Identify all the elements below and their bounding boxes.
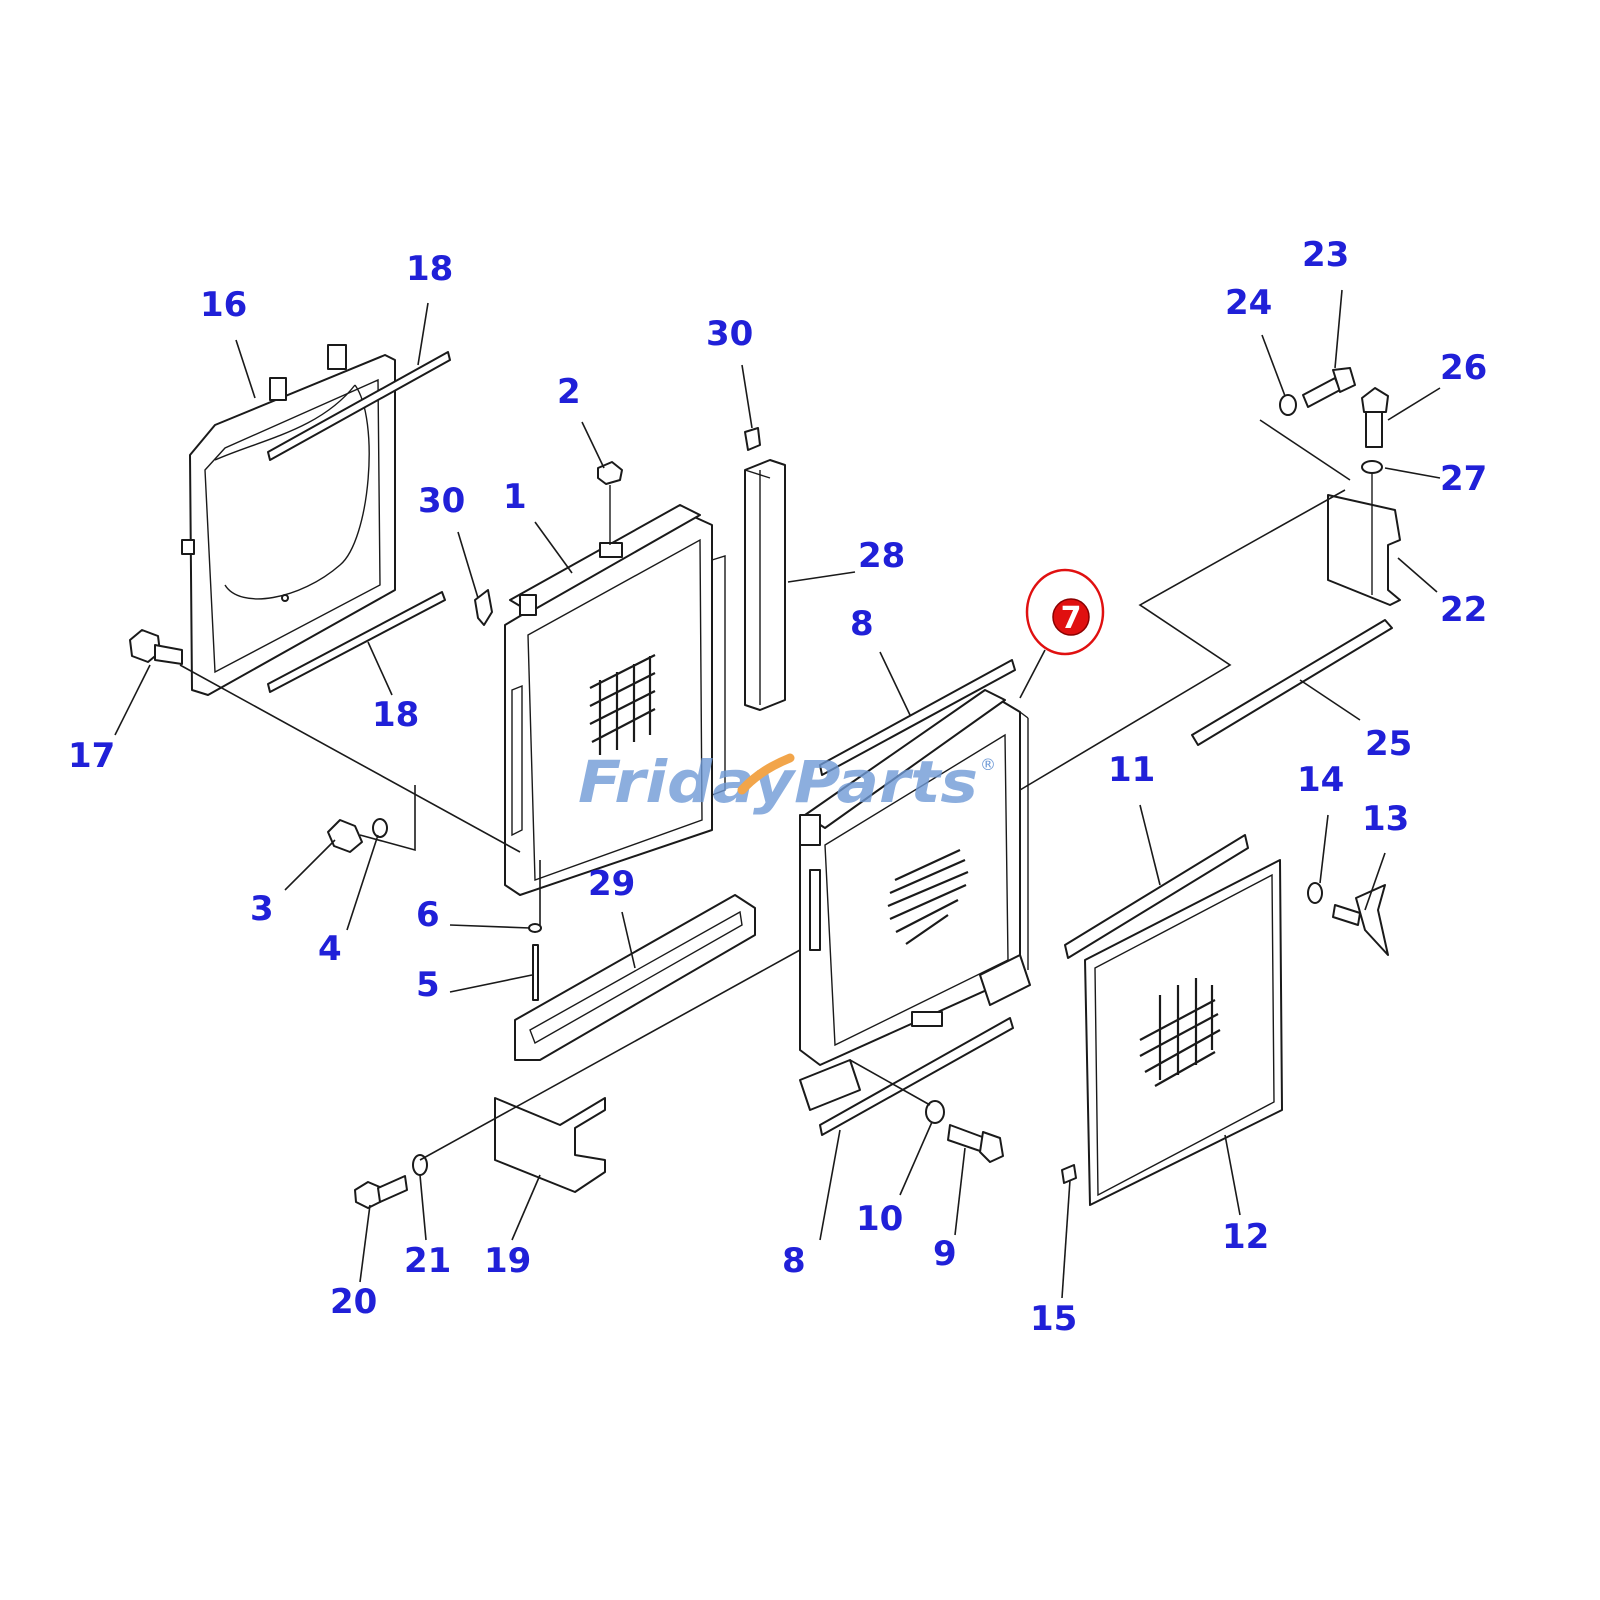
callout-6: 6 — [416, 895, 440, 935]
part-19-bracket[interactable] — [494, 1097, 606, 1193]
part-4-o-ring[interactable] — [372, 818, 388, 838]
watermark-logo: FridayParts ® — [578, 748, 996, 816]
highlight-callout-7[interactable]: 7 — [1025, 568, 1105, 656]
callout-30-left: 30 — [418, 481, 465, 521]
callout-19: 19 — [484, 1241, 531, 1281]
callout-9: 9 — [933, 1234, 957, 1274]
part-11-seal[interactable] — [1064, 834, 1249, 959]
callout-8-bottom: 8 — [782, 1241, 806, 1281]
callout-11: 11 — [1108, 750, 1155, 790]
callout-25: 25 — [1365, 724, 1412, 764]
part-30-bracket-left[interactable] — [474, 589, 493, 626]
callout-21: 21 — [404, 1241, 451, 1281]
callout-18-bottom: 18 — [372, 695, 419, 735]
part-8-seal-lower[interactable] — [819, 1017, 1014, 1136]
part-30-bracket-top[interactable] — [744, 427, 761, 451]
part-2-cap[interactable] — [597, 461, 623, 545]
callout-28: 28 — [858, 536, 905, 576]
callout-13: 13 — [1362, 799, 1409, 839]
callout-16: 16 — [200, 285, 247, 325]
callout-2: 2 — [557, 372, 581, 412]
part-18-seal-lower[interactable] — [267, 591, 446, 693]
part-20-bolt[interactable] — [354, 1175, 408, 1209]
part-3-drain-valve[interactable] — [327, 819, 363, 853]
part-18-seal-upper[interactable] — [267, 351, 451, 461]
callout-labels: 16 18 18 17 30 30 2 1 28 8 8 3 4 6 5 29 … — [68, 235, 1487, 1339]
part-17-bolt[interactable] — [129, 629, 183, 665]
callout-14: 14 — [1297, 760, 1344, 800]
callout-15: 15 — [1030, 1299, 1077, 1339]
part-27-washer[interactable] — [1361, 460, 1383, 595]
part-6-washer[interactable] — [528, 923, 542, 933]
part-12-screen[interactable] — [1084, 859, 1283, 1206]
callout-20: 20 — [330, 1282, 377, 1322]
part-22-bracket[interactable] — [1327, 494, 1401, 606]
callout-24: 24 — [1225, 283, 1272, 323]
part-25-stay[interactable] — [1191, 619, 1393, 746]
callout-8-top: 8 — [850, 604, 874, 644]
part-13-wing-bolt[interactable] — [1332, 884, 1389, 956]
part-9-bolt[interactable] — [947, 1124, 1004, 1163]
part-5-pin[interactable] — [532, 944, 539, 1001]
callout-5: 5 — [416, 965, 440, 1005]
callout-18-top: 18 — [406, 249, 453, 289]
svg-text:FridayParts: FridayParts — [578, 748, 978, 816]
part-16-fan-shroud[interactable] — [181, 344, 396, 696]
part-24-washer[interactable] — [1279, 394, 1297, 416]
part-26-bolt[interactable] — [1361, 387, 1389, 448]
svg-text:7: 7 — [1061, 601, 1082, 636]
watermark-accent-swoosh — [737, 753, 795, 795]
part-8-seal-upper[interactable] — [819, 659, 1016, 776]
callout-12: 12 — [1222, 1217, 1269, 1257]
leader-lines — [114, 289, 1441, 1299]
callout-17: 17 — [68, 736, 115, 776]
part-1-radiator[interactable] — [504, 504, 726, 896]
part-29-lower-foam[interactable] — [514, 894, 756, 1061]
callout-10: 10 — [856, 1199, 903, 1239]
callout-27: 27 — [1440, 459, 1487, 499]
part-15-clip[interactable] — [1061, 1164, 1077, 1184]
callout-26: 26 — [1440, 348, 1487, 388]
part-23-bolt[interactable] — [1302, 367, 1356, 408]
callout-3: 3 — [250, 889, 274, 929]
callout-23: 23 — [1302, 235, 1349, 275]
callout-22: 22 — [1440, 590, 1487, 630]
callout-30-top: 30 — [706, 314, 753, 354]
part-14-washer[interactable] — [1307, 882, 1323, 904]
part-7-radiator-assembly[interactable] — [799, 689, 1031, 1111]
svg-text:®: ® — [980, 755, 996, 774]
part-28-foam-block[interactable] — [744, 459, 786, 711]
callout-29: 29 — [588, 864, 635, 904]
part-10-washer[interactable] — [925, 1100, 945, 1124]
callout-4: 4 — [318, 929, 342, 969]
callout-1: 1 — [503, 477, 527, 517]
